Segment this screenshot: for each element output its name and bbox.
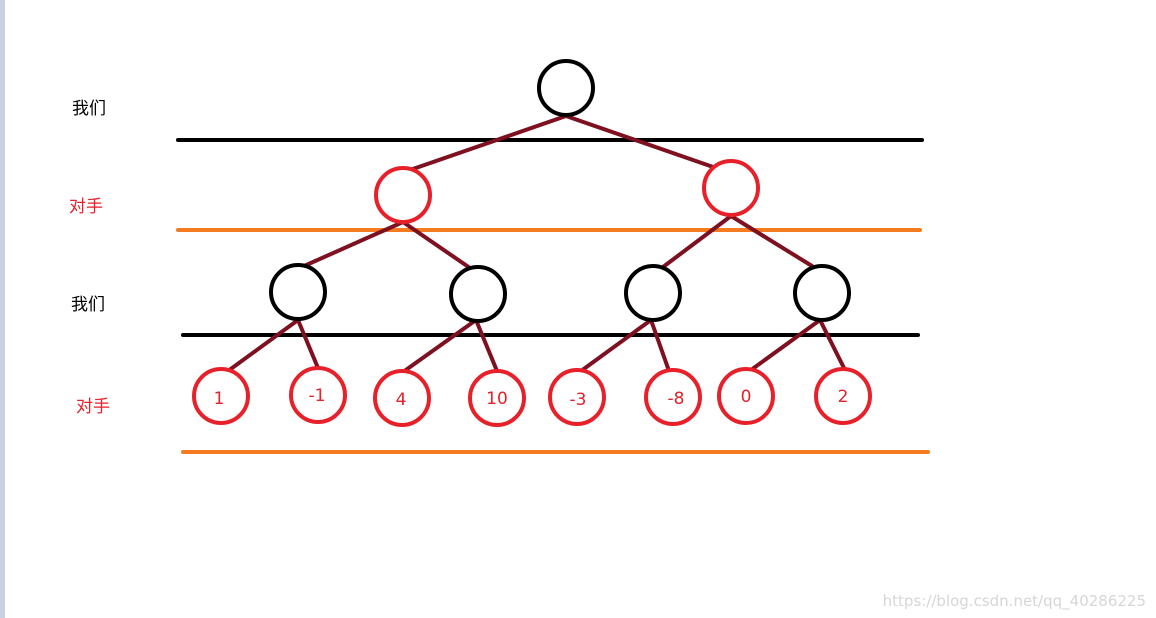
leaf-value-7: 0 bbox=[741, 387, 752, 407]
edge-l1b-l2d bbox=[729, 214, 814, 268]
opponent-node-2 bbox=[702, 159, 760, 217]
leaf-value-2: -1 bbox=[309, 386, 326, 406]
leaf-node-8 bbox=[814, 367, 872, 425]
edge-l2c-leaf5 bbox=[579, 318, 653, 373]
leaf-value-3: 4 bbox=[396, 390, 407, 410]
edge-l2a-leaf1 bbox=[226, 318, 300, 373]
level-label-opponent-1: 对手 bbox=[69, 197, 103, 217]
leaf-node-7 bbox=[717, 367, 775, 425]
leaf-node-3 bbox=[373, 369, 431, 427]
leaf-value-8: 2 bbox=[838, 387, 849, 407]
leaf-value-6: -8 bbox=[668, 389, 685, 409]
us-node-3 bbox=[624, 264, 682, 322]
us-node-1 bbox=[269, 263, 327, 321]
edge-l2b-leaf4 bbox=[474, 318, 499, 373]
edge-l1b-l2c bbox=[661, 214, 733, 269]
us-node-4 bbox=[793, 264, 851, 322]
leaf-node-2 bbox=[289, 366, 347, 424]
edge-l2b-leaf3 bbox=[401, 318, 478, 374]
leaf-node-5 bbox=[548, 368, 606, 426]
leaf-node-6 bbox=[644, 368, 702, 426]
us-node-2 bbox=[449, 265, 507, 323]
edge-l1a-l2a bbox=[302, 220, 405, 268]
level-label-opponent-2: 对手 bbox=[76, 397, 110, 417]
edge-l1a-l2b bbox=[401, 220, 472, 270]
level-label-us-2: 我们 bbox=[71, 295, 105, 315]
tree-edges bbox=[226, 114, 847, 374]
edge-l2a-leaf2 bbox=[296, 318, 320, 370]
leaf-value-5: -3 bbox=[570, 390, 587, 410]
watermark-url: https://blog.csdn.net/qq_40286225 bbox=[882, 592, 1146, 610]
level-label-us-1: 我们 bbox=[72, 99, 106, 119]
leaf-node-4 bbox=[468, 369, 526, 427]
opponent-node-1 bbox=[374, 166, 432, 224]
root-node bbox=[537, 59, 595, 117]
edge-l2c-leaf6 bbox=[649, 318, 671, 373]
leaf-value-4: 10 bbox=[486, 389, 508, 409]
edge-root-right bbox=[564, 114, 718, 170]
edge-l2d-leaf8 bbox=[818, 318, 847, 372]
leaf-node-1 bbox=[192, 367, 250, 425]
window-edge-strip bbox=[0, 0, 5, 618]
edge-root-left bbox=[408, 114, 568, 172]
leaf-value-1: 1 bbox=[214, 389, 225, 409]
edge-l2d-leaf7 bbox=[749, 318, 822, 372]
